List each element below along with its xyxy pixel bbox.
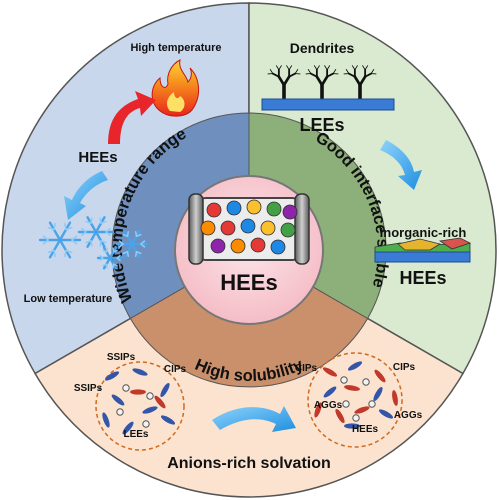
- ion-icon: [250, 237, 266, 253]
- cation-icon: [362, 378, 370, 386]
- lees-bottom-label: LEEs: [123, 429, 148, 440]
- cips-right-label-1: CIPs: [295, 363, 318, 374]
- cips-left-label: CIPs: [164, 364, 187, 375]
- solvation-arrow-icon: [212, 406, 296, 432]
- snowflake-icon: [38, 221, 82, 259]
- center-label: HEEs: [220, 270, 277, 295]
- dendrites-label: Dendrites: [290, 40, 355, 56]
- molecule-icon: [132, 368, 148, 376]
- ion-icon: [220, 220, 236, 236]
- solvation-cluster-hees: [307, 352, 403, 448]
- hees-bottom-label: HEEs: [352, 424, 379, 435]
- molecule-icon: [322, 367, 338, 377]
- ion-icon: [270, 239, 286, 255]
- battery-cell-icon: [188, 193, 310, 265]
- molecule-icon: [323, 386, 337, 398]
- ion-icon: [206, 202, 222, 218]
- molecule-icon: [154, 395, 166, 409]
- hees-right-label: HEEs: [399, 268, 446, 288]
- snowflake-icons: [38, 216, 149, 270]
- molecule-icon: [104, 371, 120, 381]
- cips-right-label-2: CIPs: [393, 362, 416, 373]
- molecule-icon: [122, 421, 134, 435]
- molecule-icon: [347, 361, 363, 371]
- solvation-cluster-lees: [95, 361, 185, 451]
- molecule-icon: [102, 412, 110, 428]
- hot-arrow-icon: [108, 91, 156, 144]
- molecule-icon: [160, 382, 170, 398]
- low-temp-label: Low temperature: [24, 293, 113, 305]
- molecule-icon: [374, 369, 386, 383]
- cation-icon: [122, 384, 130, 392]
- interface-arrow-icon: [380, 140, 422, 190]
- ion-icon: [246, 199, 262, 215]
- molecule-icon: [344, 423, 360, 429]
- molecule-icon: [130, 389, 146, 395]
- molecule-icon: [354, 406, 370, 414]
- ion-icon: [230, 238, 246, 254]
- molecule-icon: [344, 385, 360, 391]
- ion-icon: [280, 222, 296, 238]
- dendrite-icons: [267, 65, 377, 101]
- solvation-title: Anions-rich solvation: [167, 455, 331, 472]
- molecule-icon: [392, 390, 398, 406]
- dendrite-icon: [305, 65, 339, 101]
- molecule-icon: [335, 408, 345, 424]
- high-temp-label: High temperature: [130, 42, 221, 54]
- lees-right-label: LEEs: [299, 115, 344, 135]
- anode-plate-lees: [261, 98, 395, 111]
- cation-icon: [342, 400, 350, 408]
- cation-icon: [142, 420, 150, 428]
- ion-icon: [260, 220, 276, 236]
- inorganic-label: Inorganic-rich: [380, 225, 467, 240]
- ssips-label-1: SSIPs: [107, 352, 136, 363]
- ion-icon: [282, 204, 298, 220]
- solvent-molecule-icons: [102, 361, 398, 435]
- cation-icon: [340, 376, 348, 384]
- ion-icon: [210, 238, 226, 254]
- ion-icon: [240, 218, 256, 234]
- hees-left-label: HEEs: [78, 149, 117, 166]
- molecule-icon: [314, 402, 322, 418]
- flame-icon: [151, 59, 199, 117]
- molecule-icon: [142, 406, 158, 414]
- ion-icon: [226, 200, 242, 216]
- cold-arrow-icon: [64, 171, 108, 220]
- sei-layer-icon: [374, 237, 472, 263]
- ion-icon: [200, 220, 216, 236]
- molecule-icon: [111, 394, 125, 406]
- cation-icon: [352, 414, 360, 422]
- molecule-icon: [378, 409, 394, 419]
- cation-icon: [116, 408, 124, 416]
- ion-icon: [266, 201, 282, 217]
- molecule-icon: [160, 415, 176, 425]
- cation-icon: [146, 392, 154, 400]
- ssips-label-2: SSIPs: [74, 383, 103, 394]
- aggs-label-1: AGGs: [314, 400, 343, 411]
- molecule-icon: [373, 386, 383, 402]
- snowflake-icon: [96, 246, 124, 270]
- cation-icon: [368, 400, 376, 408]
- snowflake-icon: [77, 216, 115, 248]
- dendrite-icon: [267, 65, 301, 101]
- dendrite-icon: [343, 65, 377, 101]
- snowflake-icon: [115, 229, 149, 259]
- aggs-label-2: AGGs: [394, 410, 423, 421]
